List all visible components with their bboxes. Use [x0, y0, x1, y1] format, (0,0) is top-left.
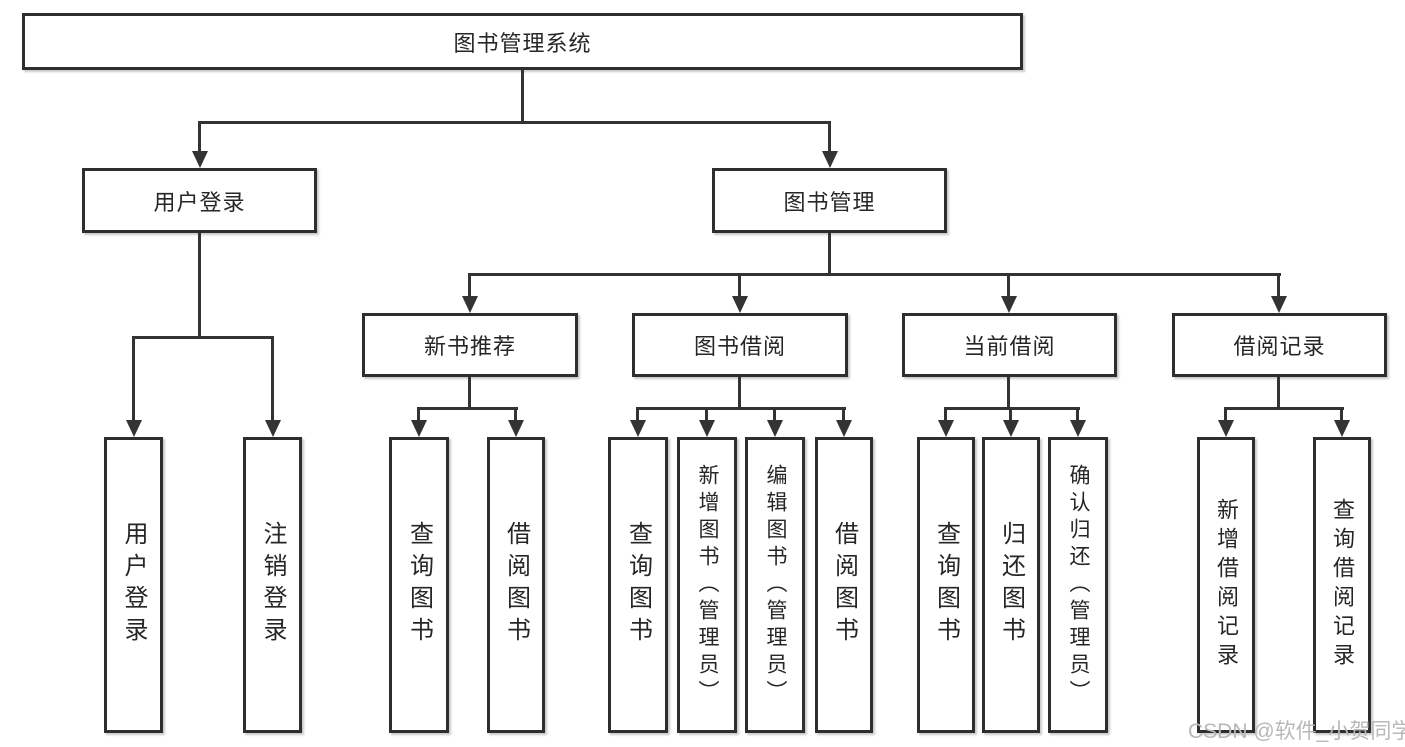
node-book-management: 图书管理 — [712, 168, 947, 233]
arrowhead-down-icon — [1334, 420, 1350, 437]
connector-line — [521, 69, 524, 122]
connector-line — [1340, 407, 1343, 423]
leaf-return-book: 归还图书 — [982, 437, 1040, 733]
node-user-login: 用户登录 — [82, 168, 317, 233]
leaf-query-books-current: 查询图书 — [917, 437, 975, 733]
connector-line — [738, 273, 741, 298]
arrowhead-down-icon — [836, 420, 852, 437]
csdn-watermark: CSDN @软件_小贺同学 — [1188, 720, 1405, 743]
node-book-borrowing: 图书借阅 — [632, 313, 848, 377]
leaf-add-book-admin: 新增图书（管理员） — [677, 437, 737, 733]
arrowhead-down-icon — [1271, 296, 1287, 313]
arrowhead-down-icon — [732, 296, 748, 313]
connector-line — [1009, 407, 1012, 423]
connector-line — [468, 273, 471, 298]
leaf-query-books-borrowing: 查询图书 — [608, 437, 668, 733]
arrowhead-down-icon — [1218, 420, 1234, 437]
arrowhead-down-icon — [938, 420, 954, 437]
leaf-borrow-books-recommend: 借阅图书 — [487, 437, 545, 733]
connector-line — [705, 407, 708, 423]
leaf-add-borrow-record: 新增借阅记录 — [1197, 437, 1255, 733]
connector-line — [944, 407, 947, 423]
connector-line — [636, 407, 846, 410]
connector-line — [514, 407, 517, 423]
arrowhead-down-icon — [699, 420, 715, 437]
arrowhead-down-icon — [192, 151, 208, 168]
leaf-confirm-return-admin: 确认归还（管理员） — [1048, 437, 1108, 733]
node-current-borrowing: 当前借阅 — [902, 313, 1117, 377]
connector-line — [1007, 377, 1010, 407]
connector-line — [738, 377, 741, 407]
connector-line — [944, 407, 1080, 410]
connector-line — [828, 121, 831, 153]
arrowhead-down-icon — [508, 420, 524, 437]
connector-line — [1224, 407, 1227, 423]
arrowhead-down-icon — [630, 420, 646, 437]
arrowhead-down-icon — [1070, 420, 1086, 437]
connector-line — [198, 121, 201, 153]
connector-line — [828, 233, 831, 273]
arrowhead-down-icon — [265, 420, 281, 437]
arrowhead-down-icon — [767, 420, 783, 437]
arrowhead-down-icon — [1001, 296, 1017, 313]
connector-line — [1076, 407, 1079, 423]
arrowhead-down-icon — [462, 296, 478, 313]
connector-line — [198, 121, 831, 124]
leaf-edit-book-admin: 编辑图书（管理员） — [745, 437, 805, 733]
connector-line — [1277, 273, 1280, 298]
arrowhead-down-icon — [411, 420, 427, 437]
connector-line — [417, 407, 518, 410]
connector-line — [468, 273, 1281, 276]
leaf-user-login: 用户登录 — [104, 437, 163, 733]
connector-line — [132, 336, 135, 422]
connector-line — [636, 407, 639, 423]
leaf-logout: 注销登录 — [243, 437, 302, 733]
connector-line — [132, 336, 274, 339]
node-borrowing-records: 借阅记录 — [1172, 313, 1387, 377]
connector-line — [198, 233, 201, 336]
node-new-book-recommendation: 新书推荐 — [362, 313, 578, 377]
connector-line — [1007, 273, 1010, 298]
arrowhead-down-icon — [822, 151, 838, 168]
arrowhead-down-icon — [1003, 420, 1019, 437]
leaf-borrow-books-borrowing: 借阅图书 — [815, 437, 873, 733]
leaf-query-books-recommend: 查询图书 — [389, 437, 449, 733]
connector-line — [842, 407, 845, 423]
arrowhead-down-icon — [126, 420, 142, 437]
connector-line — [1224, 407, 1344, 410]
connector-line — [417, 407, 420, 423]
connector-line — [773, 407, 776, 423]
connector-line — [1277, 377, 1280, 407]
connector-line — [271, 336, 274, 422]
leaf-query-borrow-record: 查询借阅记录 — [1313, 437, 1371, 733]
connector-line — [468, 377, 471, 407]
node-library-management-system: 图书管理系统 — [22, 13, 1023, 70]
